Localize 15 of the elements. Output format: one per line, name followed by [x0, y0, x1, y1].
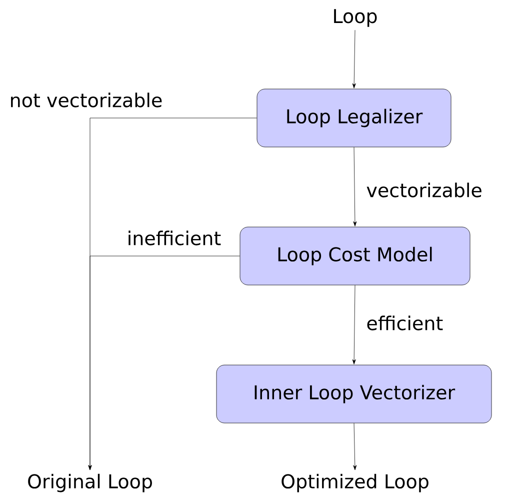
edge-label: inefficient [124, 228, 224, 248]
edge-label: vectorizable [364, 180, 484, 200]
edge-label: efficient [364, 314, 446, 332]
terminal-label: Original Loop [28, 474, 152, 492]
process-box: Inner Loop Vectorizer [216, 364, 492, 424]
process-box: Loop Cost Model [240, 226, 470, 286]
terminal-label: Optimized Loop [282, 474, 428, 492]
arrow [88, 256, 240, 470]
edge-label: not vectorizable [7, 90, 165, 110]
process-box: Loop Legalizer [256, 88, 452, 148]
arrow [352, 30, 356, 88]
terminal-label: Loop [334, 9, 377, 27]
arrow [353, 147, 357, 226]
arrow [352, 285, 356, 364]
arrow [353, 423, 357, 470]
